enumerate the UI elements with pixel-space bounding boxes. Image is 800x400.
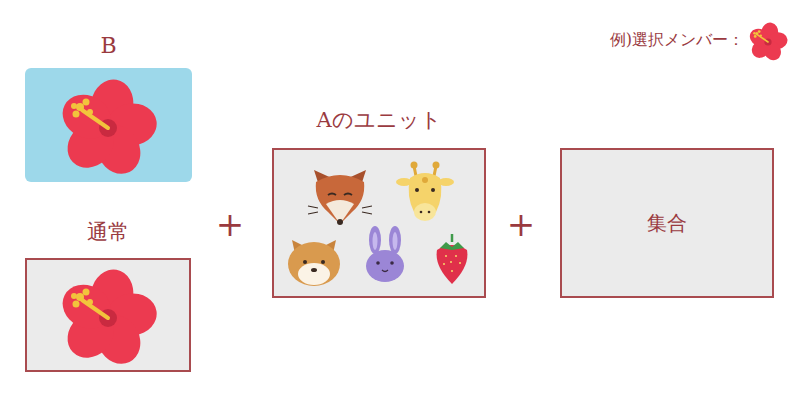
hibiscus-icon: [55, 76, 160, 181]
strawberry-icon: [437, 234, 468, 284]
rabbit-icon: [366, 226, 404, 282]
plus-sign: +: [507, 204, 536, 244]
box-heading: Aのユニット: [234, 106, 524, 134]
unit-box: Aのユニット: [272, 148, 486, 298]
member-card: B: [25, 68, 192, 182]
hibiscus-icon: [747, 21, 789, 63]
box-heading: B: [0, 33, 232, 58]
plus-sign: +: [216, 204, 245, 244]
fox-icon: [308, 170, 372, 225]
group-box: 通常: [25, 258, 191, 372]
shiba-icon: [288, 240, 340, 286]
result-box: 集合: [560, 148, 774, 298]
legend-text: 例)選択メンバー：: [610, 30, 744, 51]
hibiscus-icon: [55, 266, 160, 371]
box-label: 集合: [562, 210, 772, 237]
box-heading: 通常: [0, 218, 229, 246]
giraffe-icon: [396, 162, 454, 222]
